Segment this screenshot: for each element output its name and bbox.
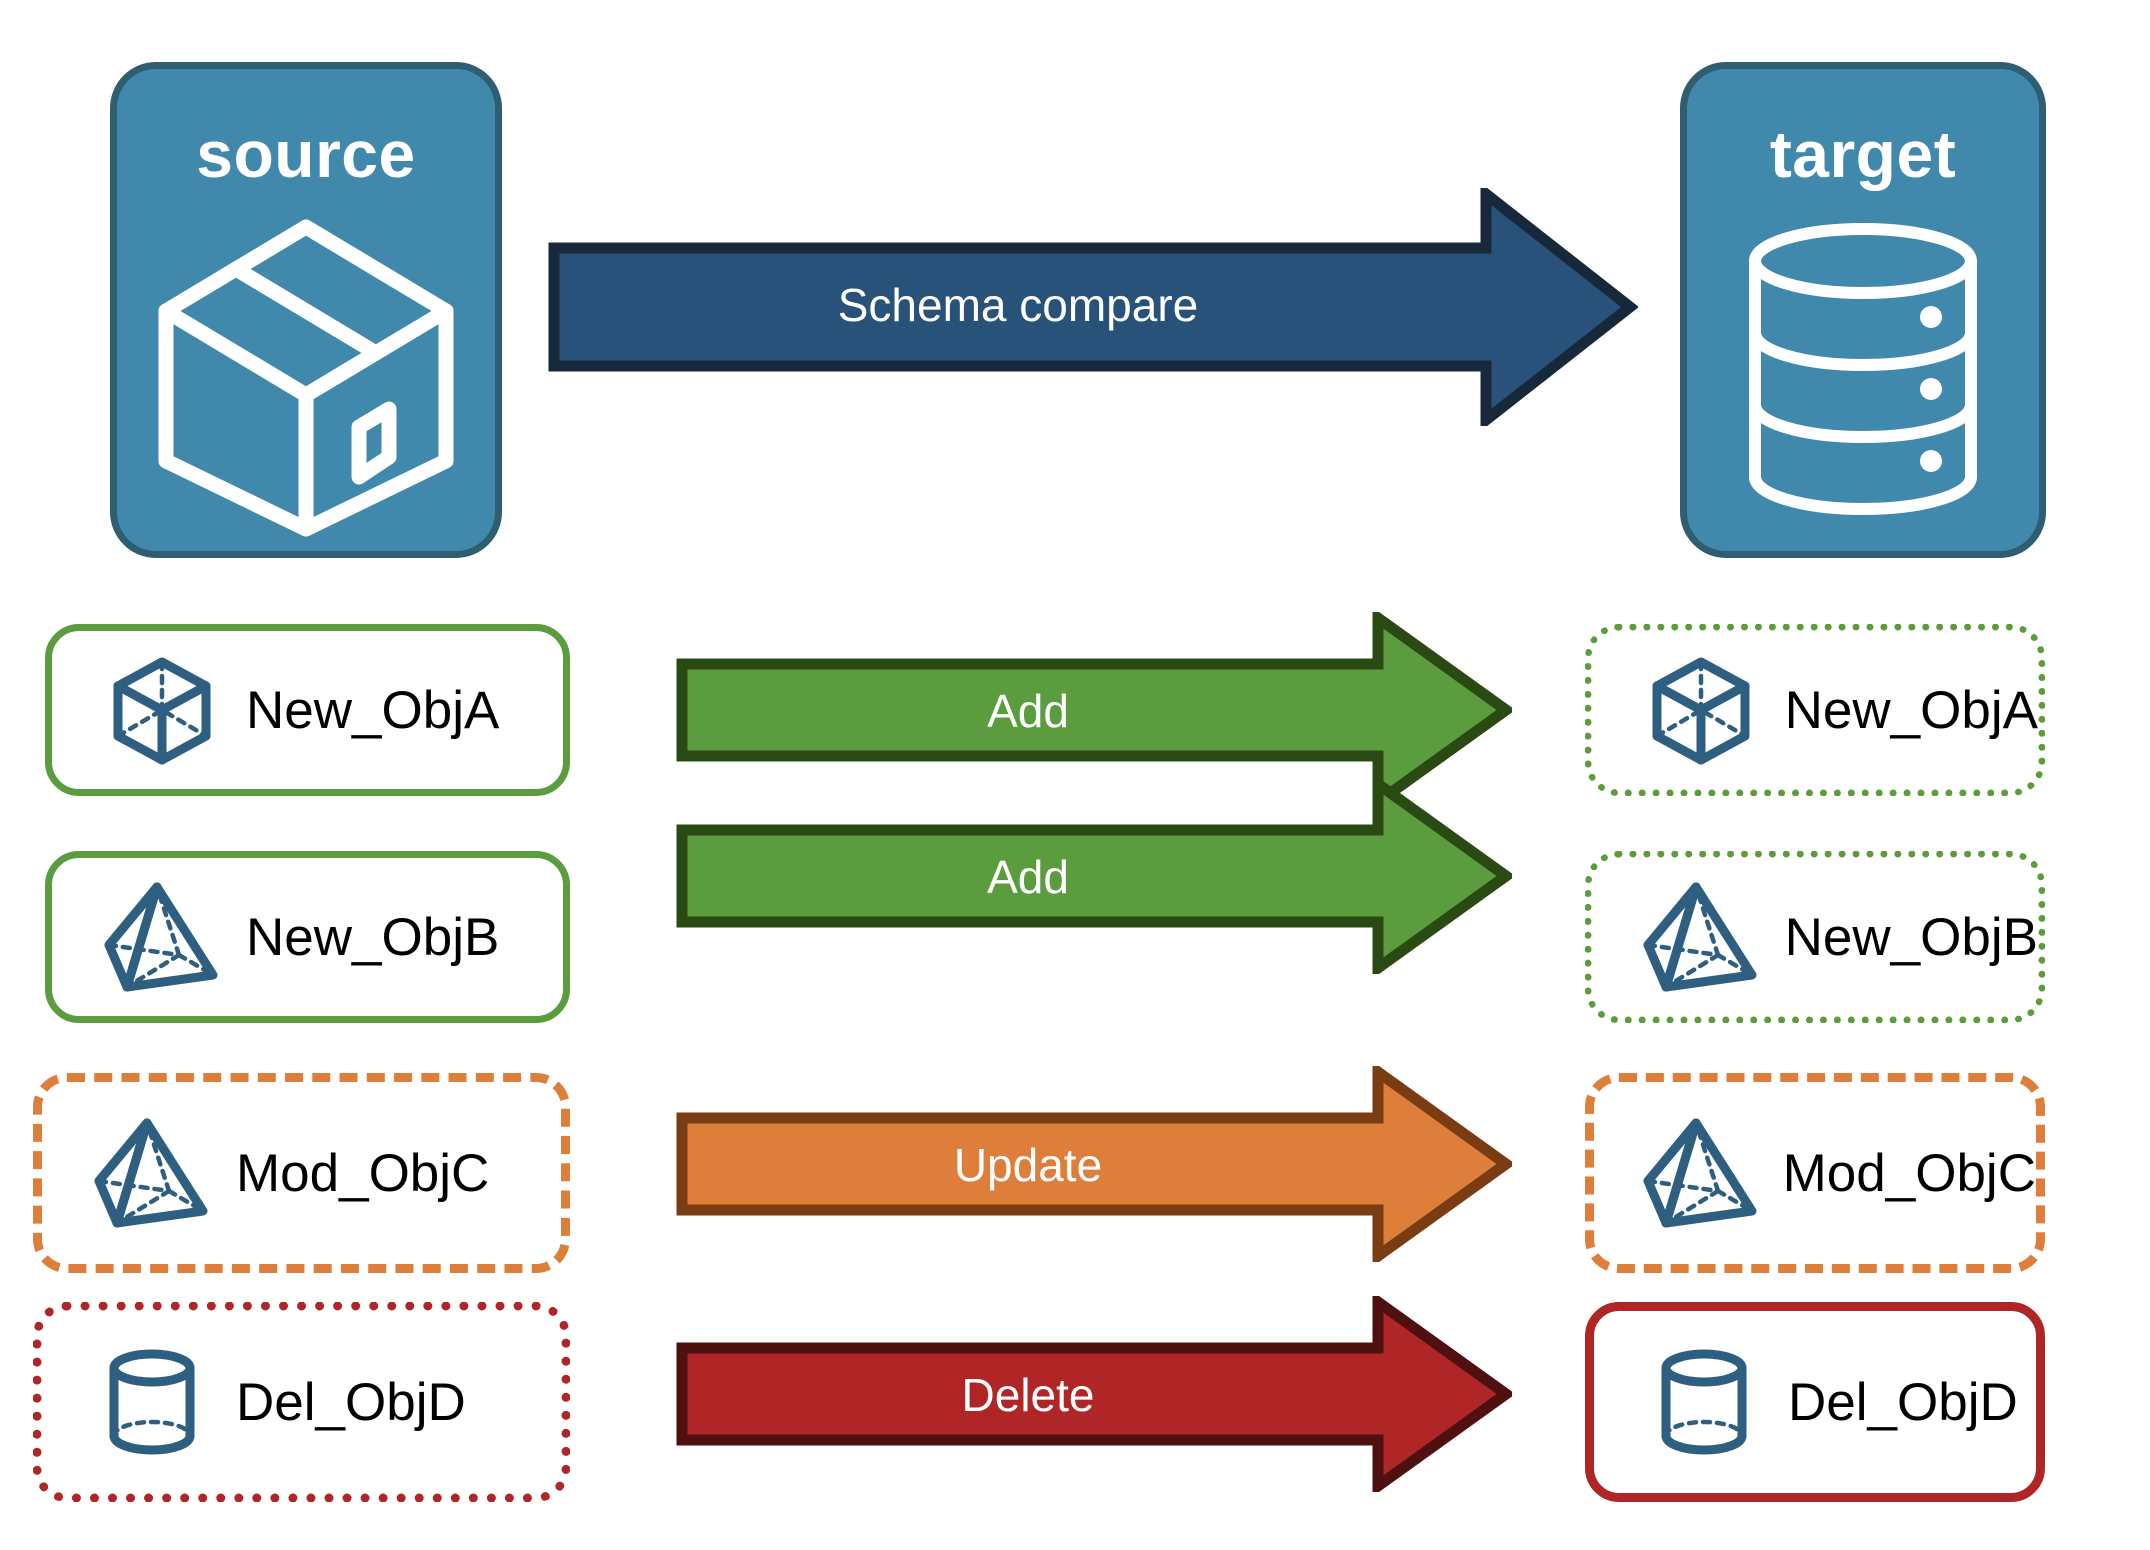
schema-compare-arrow[interactable]: Schema compare — [548, 182, 1639, 432]
source-object-chip[interactable]: Del_ObjD — [33, 1302, 570, 1502]
wireframe-pyramid-icon — [88, 1115, 216, 1231]
target-panel-title: target — [1769, 117, 1957, 191]
wireframe-pyramid-icon — [1640, 1115, 1763, 1231]
wireframe-cylinder-icon — [1640, 1344, 1768, 1460]
wireframe-pyramid-icon — [1638, 879, 1765, 995]
target-object-chip[interactable]: New_ObjB — [1585, 851, 2045, 1023]
wireframe-cylinder-icon — [88, 1344, 216, 1460]
schema-compare-label: Schema compare — [837, 279, 1199, 331]
source-object-chip[interactable]: New_ObjB — [45, 851, 570, 1023]
target-object-label: Mod_ObjC — [1782, 1143, 2036, 1203]
wireframe-cube-icon — [98, 652, 226, 768]
source-panel-title: source — [196, 117, 416, 191]
source-panel[interactable]: source — [110, 62, 502, 558]
wireframe-pyramid-icon — [98, 879, 226, 995]
source-object-label: New_ObjB — [246, 907, 500, 967]
action-arrow-label: Add — [987, 851, 1069, 903]
target-object-label: New_ObjA — [1784, 680, 2038, 740]
target-object-chip[interactable]: Del_ObjD — [1585, 1302, 2045, 1502]
target-object-chip[interactable]: New_ObjA — [1585, 624, 2045, 796]
source-object-label: New_ObjA — [246, 680, 500, 740]
source-object-chip[interactable]: Mod_ObjC — [33, 1073, 570, 1273]
source-object-chip[interactable]: New_ObjA — [45, 624, 570, 796]
source-object-label: Mod_ObjC — [236, 1143, 490, 1203]
action-arrow-label: Add — [987, 685, 1069, 737]
action-arrow-update[interactable]: Update — [676, 1061, 1516, 1267]
action-arrow-label: Delete — [961, 1369, 1095, 1421]
target-object-chip[interactable]: Mod_ObjC — [1585, 1073, 2045, 1273]
target-object-label: New_ObjB — [1784, 907, 2038, 967]
target-object-label: Del_ObjD — [1788, 1372, 2018, 1432]
package-box-icon — [117, 187, 495, 551]
source-object-label: Del_ObjD — [236, 1372, 466, 1432]
wireframe-cube-icon — [1638, 652, 1765, 768]
action-arrow-label: Update — [953, 1139, 1103, 1191]
action-arrow-add[interactable]: Add — [676, 773, 1516, 979]
action-arrow-add[interactable]: Add — [676, 607, 1516, 813]
action-arrow-delete[interactable]: Delete — [676, 1291, 1516, 1497]
database-cylinder-icon — [1687, 187, 2039, 551]
target-panel[interactable]: target — [1680, 62, 2046, 558]
